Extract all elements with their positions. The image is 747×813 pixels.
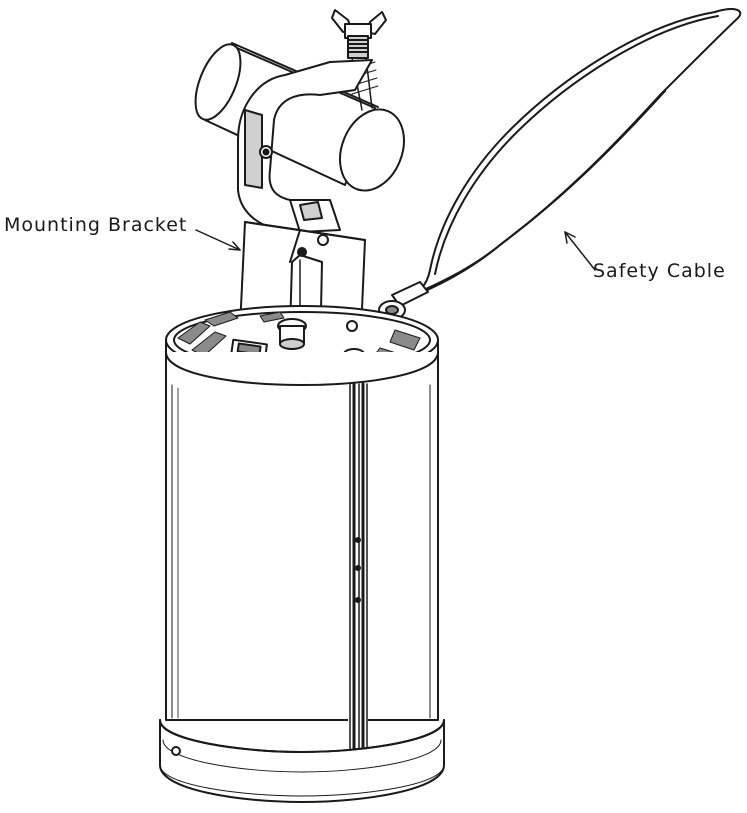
mounting-bracket-label: Mounting Bracket — [4, 214, 188, 236]
fixture-bottom-ring — [159, 719, 445, 803]
pipe-clamp-tube — [194, 42, 405, 192]
safety-cable — [404, 8, 742, 301]
cable-leader — [564, 231, 596, 271]
safety-cable-label: Safety Cable — [593, 260, 726, 282]
c-clamp — [237, 59, 373, 233]
fixture-body — [165, 339, 439, 764]
bracket-leader — [195, 229, 241, 251]
